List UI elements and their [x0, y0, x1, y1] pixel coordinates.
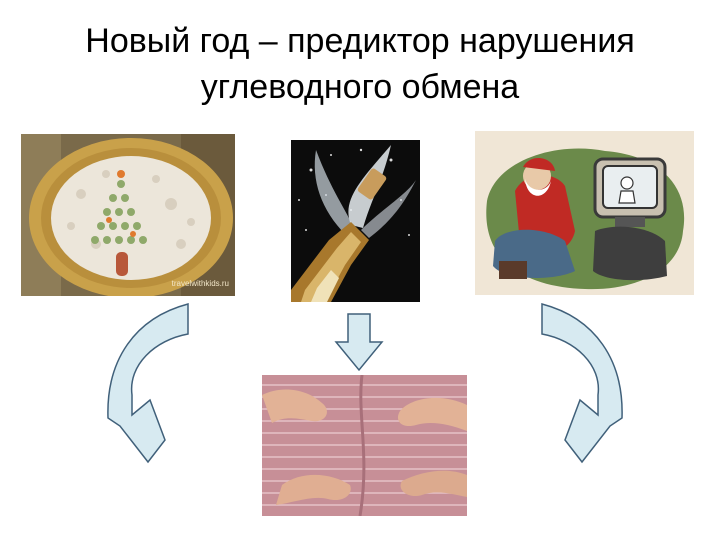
- belly-photo: [262, 375, 467, 516]
- right-curved-arrow: [541, 303, 623, 464]
- left-curved-arrow: [107, 303, 189, 464]
- down-arrow: [334, 313, 384, 372]
- champagne-photo: [291, 140, 420, 302]
- santa-tv-illustration: [475, 131, 694, 295]
- salad-photo: travelwithkids.ru: [21, 134, 235, 296]
- slide-title: Новый год – предиктор нарушения углеводн…: [0, 18, 720, 110]
- slide-title-line-2: углеводного обмена: [200, 68, 520, 106]
- slide-title-line-1: Новый год – предиктор нарушения: [85, 22, 635, 60]
- salad-watermark: travelwithkids.ru: [171, 279, 229, 288]
